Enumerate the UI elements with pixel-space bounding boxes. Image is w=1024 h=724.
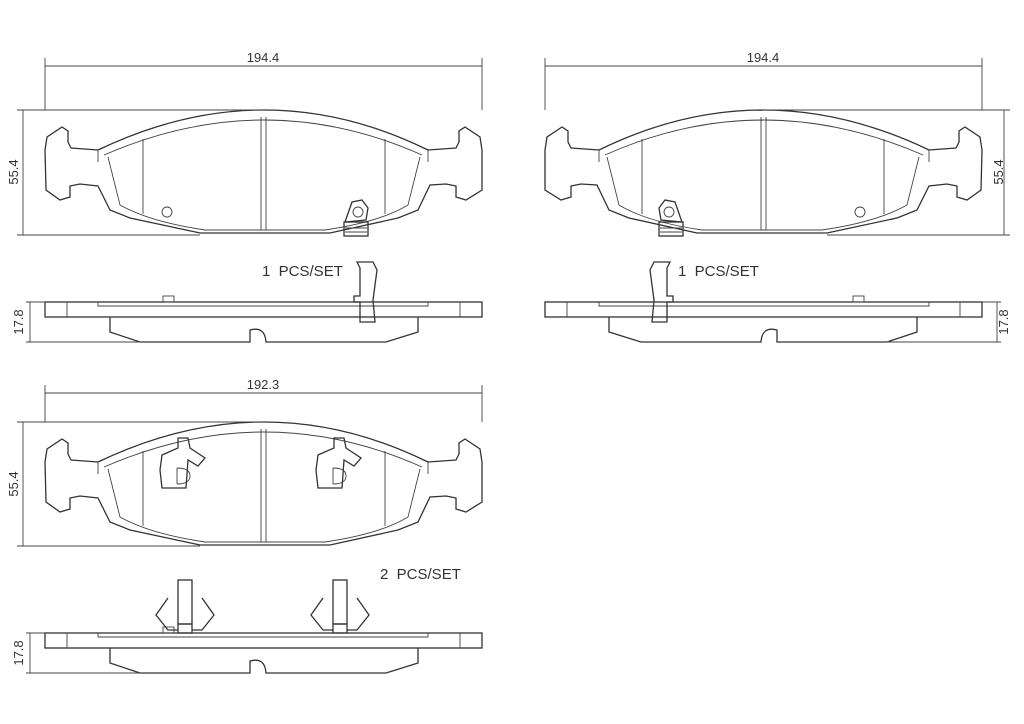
lower-pad-side-clips [155, 579, 370, 634]
thickness-dimension: 17.8 [11, 309, 26, 334]
outer-pad-side [44, 261, 483, 343]
width-dimension: 192.3 [247, 377, 280, 392]
width-dimension: 194.4 [247, 50, 280, 65]
outer-pad-dimensions: 194.4 55.4 17.8 1 PCS/SET [6, 50, 483, 343]
lower-pad-side [44, 626, 483, 674]
height-dimension: 55.4 [6, 471, 21, 496]
quantity-label: 1 PCS/SET [262, 263, 343, 280]
lower-pad-clips [159, 437, 362, 489]
wear-sensor-clip [344, 199, 369, 223]
height-dimension: 55.4 [6, 159, 21, 184]
quantity-label: 2 PCS/SET [380, 566, 461, 583]
thickness-dimension: 17.8 [11, 640, 26, 665]
lower-pad-dimensions: 192.3 55.4 17.8 2 PCS/SET [6, 377, 483, 674]
thickness-dimension: 17.8 [996, 309, 1011, 334]
width-dimension: 194.4 [747, 50, 780, 65]
height-dimension: 55.4 [991, 159, 1006, 184]
lower-pad-face [44, 421, 483, 546]
inner-pad-dimensions: 194.4 55.4 17.8 1 PCS/SET [544, 50, 1011, 343]
inner-pad-face [544, 109, 983, 343]
outer-pad-face [44, 109, 483, 237]
sensor-tab [353, 261, 378, 323]
quantity-label: 1 PCS/SET [678, 263, 759, 280]
wear-indicator-hole [161, 206, 173, 218]
